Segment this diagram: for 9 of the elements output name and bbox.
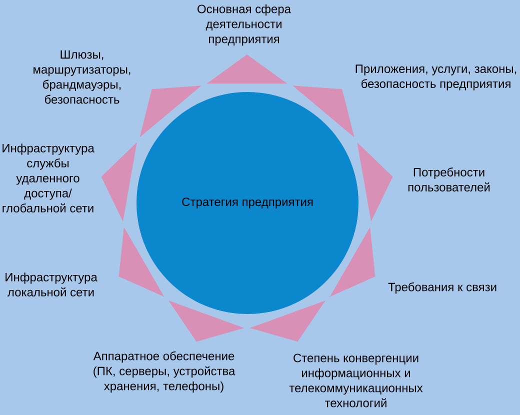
- label: Требования к связи: [388, 282, 496, 294]
- label: Степень конвергенции информационных и телекоммуникационных технологий: [289, 354, 423, 408]
- label: Приложения, услуги, законы, безопасность предприятия: [356, 64, 516, 90]
- label: Шлюзы, маршрутизаторы, брандмауэры, безопасность: [34, 50, 130, 104]
- label: Основная сфера деятельности предприятия: [198, 4, 291, 46]
- label: Потребности пользователей: [408, 168, 490, 192]
- label: Аппаратное обеспечение (ПК, серверы, устройства хранения, телефоны): [93, 351, 236, 393]
- label: Инфраструктура локальной сети: [6, 272, 98, 296]
- label: Инфраструктура службы удаленного доступа/ глобальной сети: [2, 144, 94, 212]
